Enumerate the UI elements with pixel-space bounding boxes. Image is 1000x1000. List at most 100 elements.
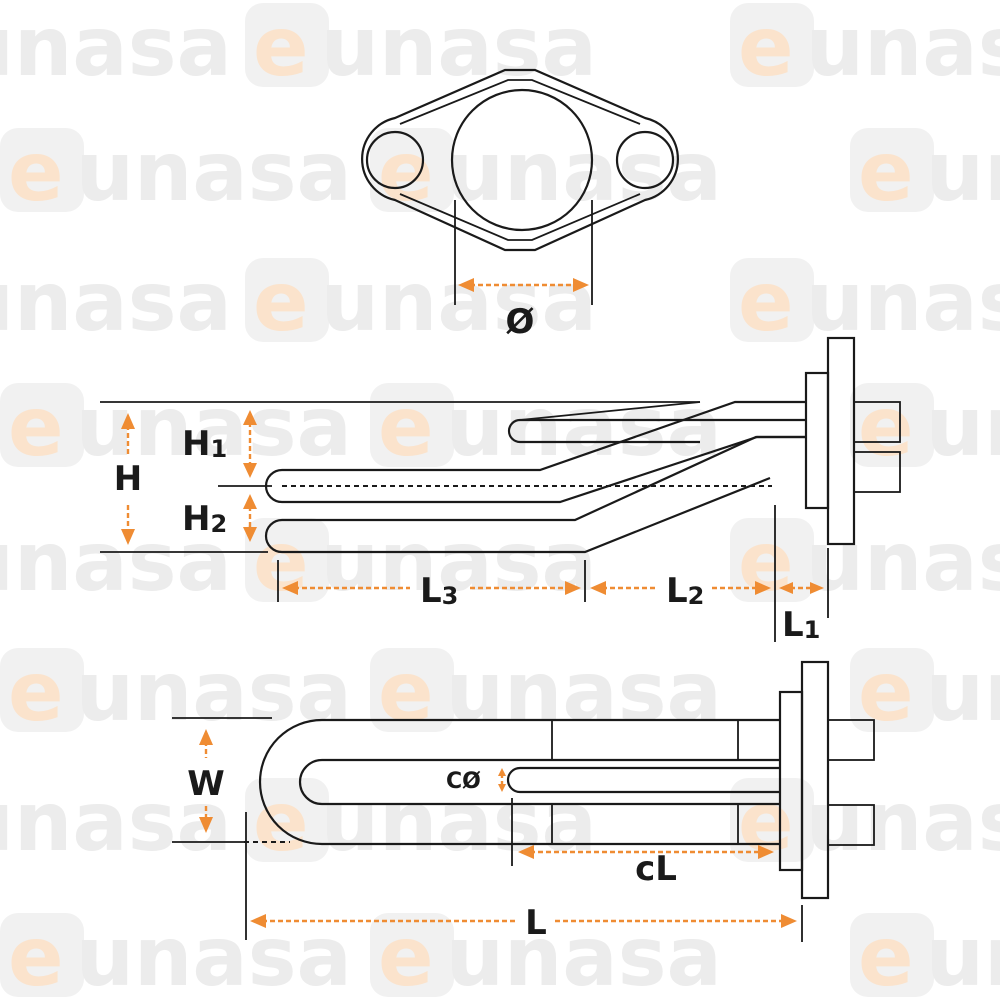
l2-dimension xyxy=(590,581,771,595)
h2-dimension xyxy=(243,494,257,542)
arrowhead xyxy=(199,817,213,833)
flange-hole-left xyxy=(365,130,425,190)
l2-label: L2 xyxy=(666,571,704,611)
arrowhead xyxy=(590,581,606,595)
height-dimension xyxy=(121,413,135,545)
arrowhead xyxy=(243,463,257,478)
arrowhead xyxy=(498,784,506,792)
l3-label: L3 xyxy=(420,571,458,611)
arrowhead xyxy=(779,582,793,594)
cold-diameter-dimension xyxy=(498,768,506,792)
length-label: L xyxy=(525,903,547,943)
arrowhead xyxy=(121,413,135,429)
arrowhead xyxy=(781,914,797,928)
arrowhead xyxy=(243,527,257,542)
arrowhead xyxy=(243,410,257,425)
h2-label: H2 xyxy=(182,499,227,539)
cold-length-label: cL xyxy=(635,849,677,889)
width-label: W xyxy=(187,764,225,804)
arrowhead xyxy=(498,768,506,776)
arrowhead xyxy=(573,278,589,292)
cold-length-dimension xyxy=(518,845,774,859)
flange-outline xyxy=(361,68,679,252)
tube-upper xyxy=(264,400,806,504)
flange-hole-right xyxy=(615,130,675,190)
arrowhead xyxy=(250,914,266,928)
flange-gasket xyxy=(804,371,830,510)
terminal-plan-upper xyxy=(827,719,875,761)
arrowhead xyxy=(121,529,135,545)
terminal-lower xyxy=(853,451,901,493)
terminal-upper xyxy=(853,401,901,443)
tube-lower xyxy=(264,435,806,554)
terminal-plan-lower xyxy=(827,804,875,846)
flange-gasket-plan xyxy=(778,690,804,872)
l1-label: L1 xyxy=(782,605,820,645)
cold-zone-plan xyxy=(506,766,780,794)
u-tube-inner xyxy=(298,758,780,806)
side-view xyxy=(100,336,901,642)
width-dimension xyxy=(199,729,213,833)
arrowhead xyxy=(518,845,534,859)
arrowhead xyxy=(758,845,774,859)
length-dimension xyxy=(250,914,797,928)
arrowhead xyxy=(199,729,213,745)
diameter-label: Ø xyxy=(506,302,535,342)
h1-dimension xyxy=(243,410,257,478)
l1-dimension xyxy=(779,582,824,594)
h1-label: H1 xyxy=(182,424,227,464)
arrowhead xyxy=(810,582,824,594)
flange-center-circle xyxy=(450,88,594,232)
l3-dimension xyxy=(282,581,581,595)
cold-zone-tube xyxy=(507,418,806,444)
arrowhead xyxy=(458,278,474,292)
arrowhead xyxy=(243,494,257,509)
tube-top-edge xyxy=(519,401,701,421)
flange-top-view xyxy=(361,68,679,305)
